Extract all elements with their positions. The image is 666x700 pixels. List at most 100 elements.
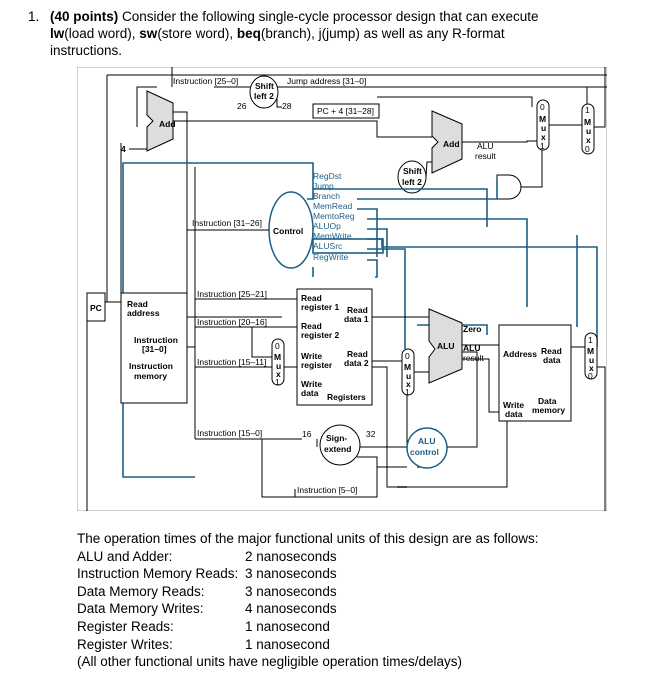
label-4: 4: [121, 144, 126, 154]
memtoreg-mux: [584, 332, 598, 380]
question-line-2: lw(load word), sw(store word), beq(branc…: [50, 26, 505, 41]
label-instr-15-11: Instruction [15–11]: [197, 357, 266, 367]
svg-text:Add: Add: [443, 139, 460, 149]
svg-text:u: u: [406, 371, 411, 381]
svg-text:x: x: [541, 132, 546, 142]
svg-text:Write: Write: [301, 379, 322, 389]
svg-text:result: result: [463, 353, 484, 363]
shift-left-2-top: [249, 75, 279, 109]
label-instr-25-0: Instruction [25–0]: [173, 76, 238, 86]
label-28: 28: [282, 101, 292, 111]
svg-text:register 2: register 2: [301, 330, 340, 340]
label-address: Address: [503, 349, 537, 359]
svg-text:Read: Read: [541, 346, 562, 356]
regdst-mux: [271, 338, 285, 386]
svg-text:Shift: Shift: [403, 166, 422, 176]
svg-text:Jump: Jump: [313, 181, 334, 191]
svg-text:M: M: [404, 362, 411, 372]
times-intro: The operation times of the major functio…: [77, 531, 539, 546]
svg-text:u: u: [586, 126, 591, 136]
svg-text:x: x: [589, 363, 594, 373]
svg-text:Data: Data: [538, 396, 557, 406]
label-instr-20-16: Instruction [20–16]: [197, 317, 267, 327]
svg-text:MemRead: MemRead: [313, 201, 352, 211]
pc-adder: [146, 90, 174, 152]
label-registers: Registers: [327, 392, 366, 402]
label-control: Control: [273, 226, 303, 236]
label-instr-25-21: Instruction [25–21]: [197, 289, 267, 299]
svg-text:Read: Read: [301, 321, 322, 331]
svg-text:x: x: [586, 135, 591, 145]
svg-text:1: 1: [275, 377, 280, 387]
times-row: Data Memory Writes:4 nanoseconds: [77, 601, 337, 617]
svg-text:M: M: [539, 114, 546, 124]
svg-text:0: 0: [540, 102, 545, 112]
svg-text:Read: Read: [301, 293, 322, 303]
label-pc: PC: [90, 303, 102, 313]
main-alu: [428, 308, 463, 384]
control-wiring: [122, 162, 598, 488]
register-file: [296, 288, 373, 406]
svg-text:left 2: left 2: [254, 91, 274, 101]
svg-text:RegWrite: RegWrite: [313, 252, 349, 262]
jump-wiring: [106, 67, 607, 302]
svg-text:Shift: Shift: [255, 81, 274, 91]
and-gate: [496, 174, 522, 200]
label-instr-31-26: Instruction [31–26]: [192, 218, 262, 228]
label-32: 32: [366, 429, 376, 439]
svg-text:extend: extend: [324, 444, 351, 454]
svg-text:u: u: [541, 123, 546, 133]
svg-text:1: 1: [540, 141, 545, 151]
svg-text:data 2: data 2: [344, 358, 369, 368]
svg-text:u: u: [276, 361, 281, 371]
operation-times: The operation times of the major functio…: [77, 530, 539, 671]
question-line-1: (40 points) Consider the following singl…: [50, 9, 539, 24]
svg-text:RegDst: RegDst: [313, 171, 342, 181]
svg-text:address: address: [127, 308, 160, 318]
sign-extend: [319, 424, 361, 466]
svg-text:MemtoReg: MemtoReg: [313, 211, 355, 221]
label-pc4: PC + 4 [31–28]: [317, 106, 374, 116]
control-signals: RegDst Jump Branch MemRead MemtoReg ALUO…: [313, 171, 355, 262]
svg-text:1: 1: [585, 105, 590, 115]
svg-text:data 1: data 1: [344, 314, 369, 324]
svg-text:Instruction: Instruction: [129, 361, 173, 371]
svg-text:1: 1: [588, 335, 593, 345]
svg-text:ALUOp: ALUOp: [313, 221, 341, 231]
times-footer: (All other functional units have negligi…: [77, 654, 462, 670]
svg-text:control: control: [410, 447, 439, 457]
label-instr-5-0: Instruction [5–0]: [297, 485, 357, 495]
svg-text:Read: Read: [347, 305, 368, 315]
times-row: Register Writes:1 nanosecond: [77, 636, 330, 652]
svg-text:0: 0: [585, 144, 590, 154]
svg-text:M: M: [274, 352, 281, 362]
svg-text:Write: Write: [301, 351, 322, 361]
label-26: 26: [237, 101, 247, 111]
svg-text:1: 1: [405, 387, 410, 397]
svg-text:Instruction: Instruction: [134, 335, 178, 345]
label-add: Add: [159, 119, 176, 129]
svg-text:register: register: [301, 360, 333, 370]
instruction-memory: [120, 292, 188, 404]
svg-text:memory: memory: [134, 371, 167, 381]
svg-text:data: data: [301, 388, 319, 398]
label-zero: Zero: [463, 324, 481, 334]
label-16: 16: [302, 429, 312, 439]
svg-text:data: data: [505, 409, 523, 419]
svg-text:[31–0]: [31–0]: [142, 344, 167, 354]
svg-text:M: M: [584, 117, 591, 127]
alu-control: [406, 427, 448, 469]
svg-text:Read: Read: [127, 299, 148, 309]
svg-text:Branch: Branch: [313, 191, 340, 201]
svg-text:MemWrite: MemWrite: [313, 231, 352, 241]
jump-mux: [581, 103, 595, 155]
branch-adder: [431, 110, 463, 174]
svg-text:ALU: ALU: [463, 343, 480, 353]
label-jump-address: Jump address [31–0]: [287, 76, 366, 86]
times-row: Instruction Memory Reads:3 nanoseconds: [77, 566, 337, 582]
svg-text:M: M: [587, 346, 594, 356]
svg-text:x: x: [276, 369, 281, 379]
svg-text:memory: memory: [532, 405, 565, 415]
question-points: (40 points): [50, 9, 119, 24]
svg-text:Sign-: Sign-: [326, 433, 347, 443]
